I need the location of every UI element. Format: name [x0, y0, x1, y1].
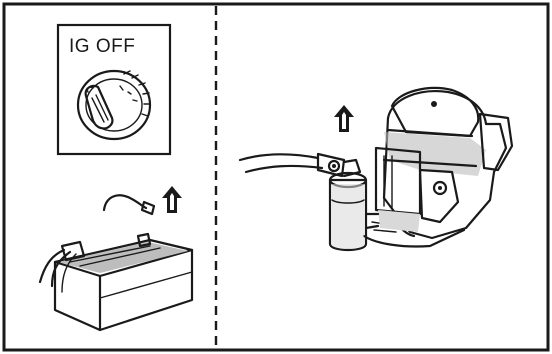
ignition-off-label: IG OFF — [69, 36, 135, 58]
